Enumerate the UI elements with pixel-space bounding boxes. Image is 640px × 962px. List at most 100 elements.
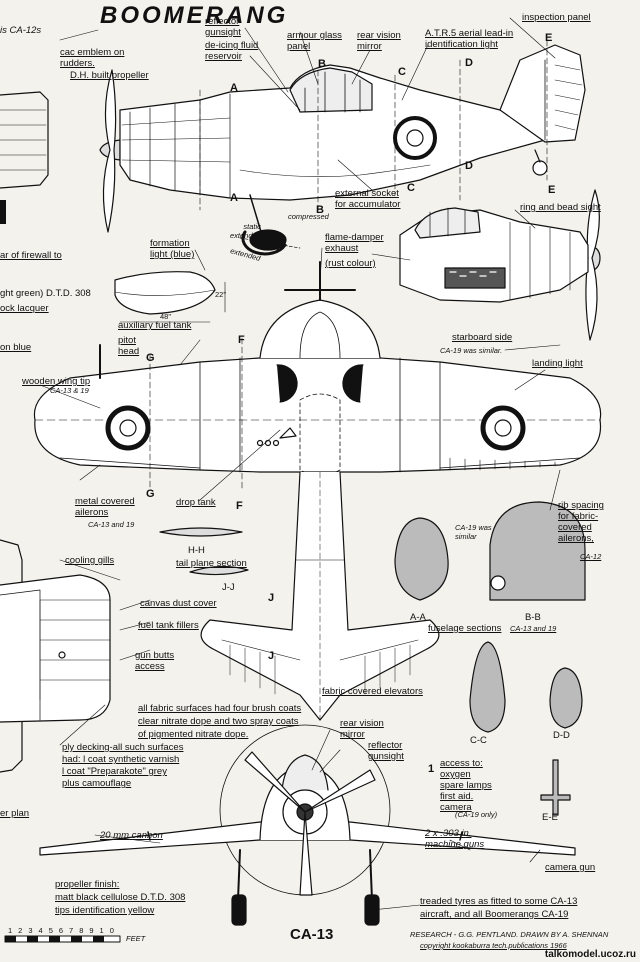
- section-mark-a-bottom: A: [230, 192, 238, 204]
- firewall-label: ar of firewall to: [0, 250, 62, 261]
- metal-ailerons-label: metal covered ailerons: [75, 496, 135, 518]
- scale-ticks: 12345678910: [8, 926, 120, 935]
- access-point-1-marker: 1: [428, 763, 435, 775]
- cooling-gills-label: cooling gills: [65, 555, 115, 566]
- flame-damper-label: flame-damper exhaust: [325, 232, 384, 254]
- cannon-label: 20 mm cannon: [100, 830, 163, 841]
- fuselage-section-cc: [469, 641, 506, 733]
- fabric-surfaces-note: all fabric surfaces had four brush coats…: [138, 703, 302, 740]
- research-credit: RESEARCH - G.G. PENTLAND. DRAWN BY A. SH…: [410, 930, 609, 939]
- static-extended-label: static extended: [230, 222, 261, 240]
- section-mark-g-top: G: [146, 352, 155, 364]
- drawing-title: BOOMERANG: [100, 2, 289, 29]
- starboard-side-label: starboard side: [452, 332, 513, 343]
- ca19-similar-label-a: CA-19 was similar.: [440, 346, 503, 355]
- canvas-dust-cover-label: canvas dust cover: [140, 598, 217, 609]
- wing-underside-detail: [0, 574, 111, 723]
- formation-light-label: formation light (blue): [150, 238, 195, 260]
- deicing-reservoir-label: de-icing fluid reservoir: [205, 40, 259, 62]
- fuel-tank-fillers-label: fuel tank fillers: [138, 620, 199, 631]
- pitot-head-label: pitot head: [118, 335, 140, 357]
- section-mark-f-top: F: [238, 334, 245, 346]
- section-mark-g-bottom: G: [146, 488, 155, 500]
- section-bb-label: B-B: [525, 612, 541, 623]
- on-blue-label: on blue: [0, 342, 32, 353]
- scale-bar: [4, 935, 121, 943]
- treaded-tyres-note: treaded tyres as fitted to some CA-13 ai…: [420, 896, 578, 920]
- wing-planform: [33, 261, 602, 491]
- fuselage-section-dd: [549, 667, 583, 729]
- section-mark-a-top: A: [230, 82, 238, 94]
- section-mark-f-bottom: F: [236, 500, 243, 512]
- rib-spacing-label: rib spacing for fabric- covered ailerons…: [558, 500, 604, 544]
- side-elevation-starboard: [399, 189, 601, 341]
- er-plan-label: er plan: [0, 808, 30, 819]
- cac-emblem-label: cac emblem on: [60, 47, 125, 58]
- section-mark-d-bottom: D: [465, 160, 473, 172]
- ring-bead-sight-label: ring and bead sight: [520, 202, 601, 213]
- ca13-19-label-c: CA-13 and 19: [510, 624, 557, 633]
- ca12-rib-label: CA-12: [580, 552, 602, 561]
- lacquer-label: ock lacquer: [0, 303, 49, 314]
- rear-vision-mirror-label-top: rear vision mirror: [357, 30, 401, 52]
- section-mark-e-bottom: E: [548, 184, 556, 196]
- section-mark-j-bottom: J: [268, 650, 275, 662]
- propeller-finish-note: propeller finish: matt black cellulose D…: [55, 879, 186, 916]
- fuselage-section-bb: [489, 501, 586, 601]
- landing-light-label: landing light: [532, 358, 583, 369]
- ca13-19-label-a: CA-13 & 19: [50, 386, 89, 395]
- drop-tank-label: drop tank: [176, 497, 216, 508]
- external-socket-label: external socket for accumulator: [335, 188, 401, 210]
- side-elevation-main: [99, 39, 586, 256]
- model-designation: CA-13: [290, 926, 334, 943]
- section-mark-e-top: E: [545, 32, 553, 44]
- leader-lines: [39, 17, 561, 911]
- tail-plane: [200, 471, 440, 721]
- section-mark-b-bottom: B: [316, 204, 324, 216]
- fuselage-section-ee: [540, 759, 571, 816]
- gun-butts-access-label: gun butts access: [135, 650, 175, 672]
- watermark: talkomodel.ucoz.ru: [544, 949, 636, 960]
- ca19-similar-label-b: CA-19 was similar: [455, 523, 492, 541]
- auxiliary-fuel-tank: [114, 271, 226, 323]
- dh-propeller-label: D.H. built propeller: [70, 70, 149, 81]
- section-ee-label: E-E: [542, 812, 558, 823]
- camera-gun-label: camera gun: [545, 862, 596, 873]
- section-hh-label: H-H: [188, 545, 205, 556]
- dimension-22-label: 22": [215, 290, 227, 299]
- machine-guns-label: 2 x .303 in. machine guns: [425, 828, 485, 850]
- reflector-gunsight-label-front: reflector gunsight: [368, 740, 404, 762]
- section-cc-label: C-C: [470, 735, 487, 746]
- ca19-only-label: (CA-19 only): [455, 810, 498, 819]
- section-mark-c-top: C: [398, 66, 406, 78]
- auxiliary-tank-label: auxiliary fuel tank: [118, 320, 192, 331]
- dimension-48-label: 48": [160, 312, 172, 321]
- airfoil-sections: [159, 527, 249, 576]
- dtd308-label-left: ght green) D.T.D. 308: [0, 288, 91, 299]
- atr5-aerial-label: A.T.R.5 aerial lead-in identification li…: [425, 28, 514, 50]
- rust-colour-label: (rust colour): [325, 258, 376, 269]
- copyright-credit: copyright kookaburra tech.publications 1…: [420, 941, 567, 950]
- compressed-label: compressed: [288, 212, 329, 221]
- section-mark-b-top: B: [318, 58, 326, 70]
- section-jj-label: J-J: [222, 582, 235, 593]
- front-view: [39, 724, 576, 926]
- fuselage-sections-label: fuselage sections: [428, 623, 502, 634]
- fabric-elevators-label: fabric covered elevators: [322, 686, 423, 697]
- ply-decking-note: ply decking-all such surfaces had: l coa…: [62, 742, 184, 789]
- rear-vision-mirror-label-front: rear vision mirror: [340, 718, 384, 740]
- access-to-note: access to: oxygen spare lamps first aid.…: [440, 758, 492, 813]
- rudders-label: rudders.: [60, 58, 95, 69]
- ca12s-label: is CA-12s: [0, 25, 42, 36]
- wooden-wing-tip-label: wooden wing tip: [22, 376, 91, 387]
- section-aa-label: A-A: [410, 612, 426, 623]
- ca13-19-label-b: CA-13 and 19: [88, 520, 135, 529]
- fuselage-section-aa: [394, 517, 449, 601]
- reflector-gunsight-label-top: reflector gunsight: [205, 16, 241, 38]
- tail-plane-section-label: tail plane section: [176, 558, 247, 569]
- section-mark-d-top: D: [465, 57, 473, 69]
- section-mark-c-bottom: C: [407, 182, 415, 194]
- section-dd-label: D-D: [553, 730, 570, 741]
